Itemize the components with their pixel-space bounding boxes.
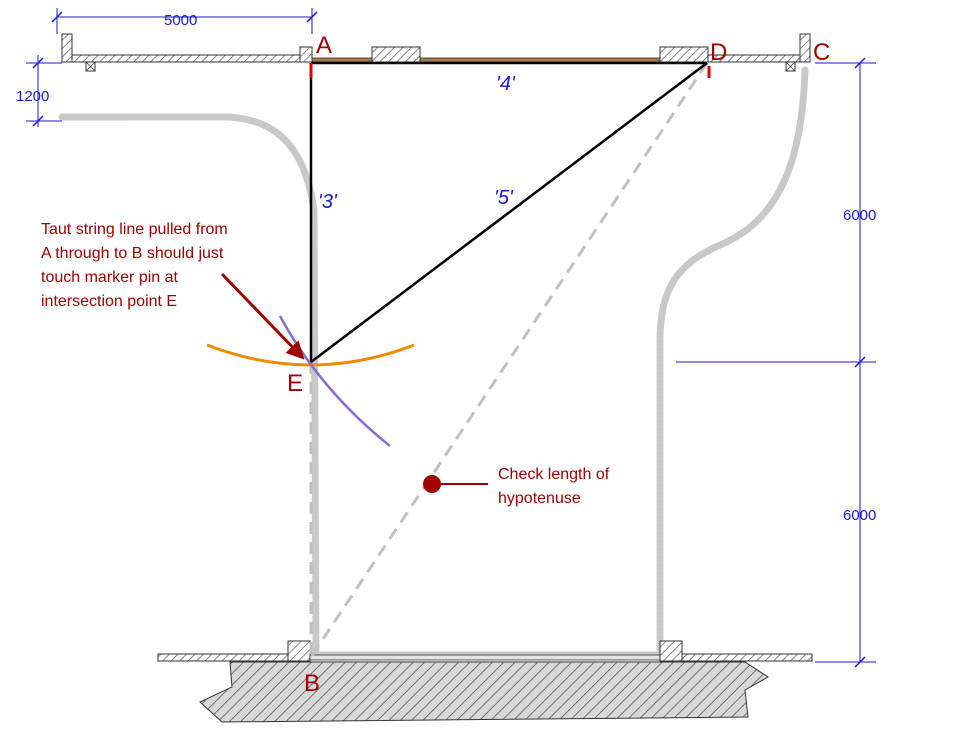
point-label-b: B [304, 670, 320, 697]
note-string-line-2: A through to B should just [41, 245, 224, 262]
hypotenuse-check-dot [423, 475, 441, 493]
dimension-top-text: 5000 [164, 12, 197, 29]
note-string-line-4: intersection point E [41, 293, 177, 310]
dimension-left: 1200 [16, 55, 62, 127]
dimension-top: 5000 [51, 8, 318, 34]
side-label-3: '3' [318, 191, 338, 213]
side-d-e [310, 62, 708, 363]
point-label-a: A [316, 32, 332, 59]
point-label-d: D [710, 39, 727, 66]
dimension-right-lower-text: 6000 [843, 507, 876, 524]
building-outline-dotted [58, 66, 809, 659]
side-label-4: '4' [496, 73, 516, 95]
dimension-right-upper-text: 6000 [843, 207, 876, 224]
note-string-line-arrow [220, 272, 305, 360]
side-label-5: '5' [494, 187, 514, 209]
note-string-line-3: touch marker pin at [41, 269, 179, 286]
dimension-left-text: 1200 [16, 88, 49, 105]
point-label-c: C [813, 39, 830, 66]
ground-hatch [199, 661, 769, 723]
wall-tie-left [85, 61, 96, 72]
purple-arc [278, 315, 391, 447]
top-wall [61, 33, 811, 72]
bottom-wall [157, 640, 813, 662]
dimension-right: 6000 6000 [676, 57, 876, 668]
point-label-e: E [287, 370, 303, 397]
note-string-line-1: Taut string line pulled from [41, 221, 228, 238]
wall-tie-right [785, 61, 796, 72]
note-hypotenuse-1: Check length of [498, 466, 610, 483]
note-hypotenuse-2: hypotenuse [498, 490, 581, 507]
note-hypotenuse: Check length of hypotenuse [423, 466, 610, 507]
dashed-hypotenuse-d-to-b [309, 62, 709, 658]
note-string-line: Taut string line pulled from A through t… [41, 221, 305, 360]
